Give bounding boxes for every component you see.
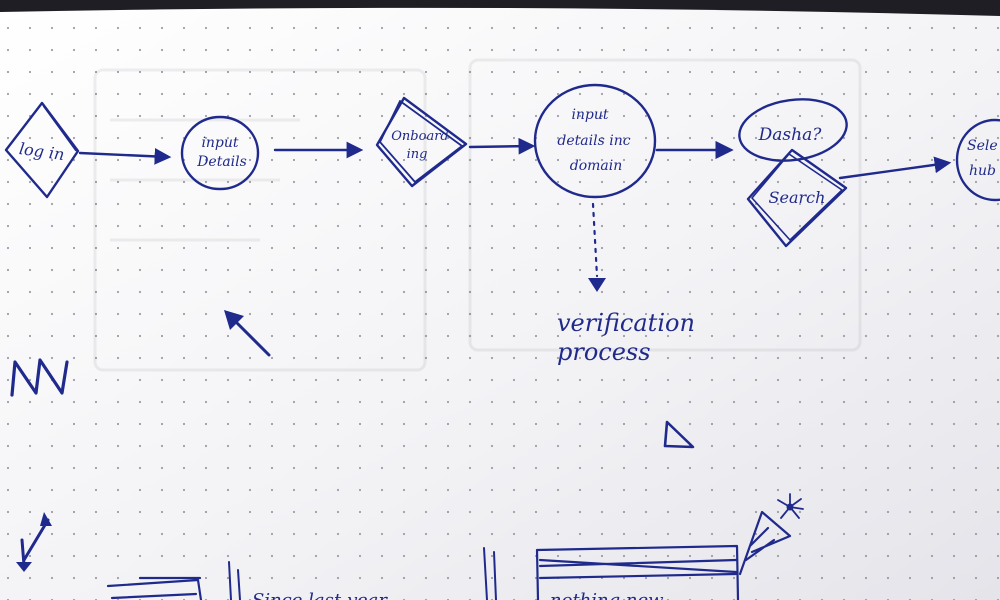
label-search: Search <box>769 188 826 207</box>
dotted-connector <box>591 202 599 278</box>
show-through <box>93 58 862 372</box>
label-hubs-line1: Sele <box>967 138 998 154</box>
node-select-hubs: Sele hub <box>955 118 1000 202</box>
label-since-last-year: Since last year <box>252 590 388 600</box>
label-domain-line2: details inc <box>557 133 630 149</box>
label-domain-line3: domain <box>570 158 623 174</box>
label-domain-line1: input <box>571 107 608 123</box>
node-onboarding: Onboard ing <box>375 96 468 188</box>
bottom-sketch-bars <box>483 547 497 600</box>
label-onboarding-line2: ing <box>407 147 428 162</box>
arrow-search-to-hubs <box>838 156 952 180</box>
arrow-onboarding-to-domain <box>468 137 536 155</box>
label-onboarding-line1: Onboard <box>391 129 448 144</box>
label-dashboard: Dasha? <box>758 125 823 145</box>
doodle-arrow-up-left <box>224 310 271 357</box>
label-hubs-line2: hub <box>969 163 996 179</box>
bottom-sketch-left: Since last year <box>106 561 388 600</box>
node-search: Search <box>746 148 848 248</box>
label-verification-line2: process <box>557 338 651 366</box>
node-input-details: input Details <box>180 115 260 191</box>
doodle-triangle <box>663 420 695 449</box>
bottom-sketch-box: nothing new <box>535 544 740 600</box>
node-input-details-domain: input details inc domain <box>533 83 657 199</box>
arrow-login-to-details <box>78 147 172 165</box>
dot-grid <box>0 7 1000 600</box>
verification-arrowhead <box>588 278 606 292</box>
label-input-details-line2: Details <box>196 154 247 170</box>
doodle-double-arrows <box>16 512 52 572</box>
label-nothing-new: nothing new <box>550 590 664 600</box>
label-verification-line1: verification <box>557 309 695 337</box>
label-input-details-line1: input <box>201 135 238 151</box>
doodle-zigzag <box>10 358 69 397</box>
doodle-flag-sparkle <box>738 493 804 576</box>
